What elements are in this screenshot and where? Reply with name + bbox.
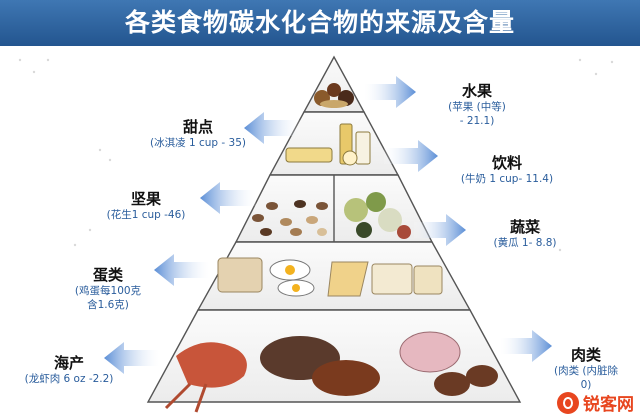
page-title: 各类食物碳水化合物的来源及含量: [124, 8, 515, 37]
label-seafood-name: 海产: [53, 354, 84, 372]
label-vegetable: 蔬菜 (黄瓜 1- 8.8): [470, 218, 580, 250]
label-drink-name: 饮料: [491, 154, 522, 172]
arrow-drink: [384, 140, 438, 172]
arrow-nuts: [200, 182, 256, 214]
label-meat: 肉类 (肉类 (内脏除 0): [538, 346, 634, 392]
label-fruit: 水果 (苹果 (中等) - 21.1): [422, 82, 532, 128]
arrow-seafood: [104, 342, 160, 374]
label-drink-value: (牛奶 1 cup- 11.4): [460, 173, 554, 185]
fruit-illustration: [314, 83, 354, 108]
label-vegetable-value: (黄瓜 1- 8.8): [493, 237, 557, 249]
label-meat-value-2: 0): [580, 379, 592, 391]
label-nuts: 坚果 (花生1 cup -46): [86, 190, 206, 222]
label-eggs-value-2: 含1.6克): [87, 299, 129, 311]
label-fruit-name: 水果: [461, 82, 492, 100]
label-eggs-value-1: (鸡蛋每100克: [74, 285, 142, 297]
label-fruit-value-1: (苹果 (中等): [448, 101, 506, 113]
label-dessert-value: (冰淇凌 1 cup - 35): [150, 137, 246, 149]
title-bar: 各类食物碳水化合物的来源及含量: [0, 0, 640, 46]
label-eggs-name: 蛋类: [92, 266, 123, 284]
label-nuts-value: (花生1 cup -46): [106, 209, 186, 221]
label-dessert-name: 甜点: [182, 118, 213, 136]
arrow-meat: [500, 330, 552, 362]
arrows: [104, 76, 552, 374]
arrow-vegetable: [414, 214, 466, 246]
label-meat-value-1: (肉类 (内脏除: [553, 365, 619, 377]
label-drink: 饮料 (牛奶 1 cup- 11.4): [442, 154, 572, 186]
arrow-eggs: [154, 254, 210, 286]
arrow-dessert: [244, 112, 300, 144]
label-seafood: 海产 (龙虾肉 6 oz -2.2): [4, 354, 134, 386]
watermark: 锐客网: [557, 390, 634, 415]
label-fruit-value-2: - 21.1): [459, 115, 495, 127]
nuts-illustration: [252, 200, 328, 236]
label-dessert: 甜点 (冰淇凌 1 cup - 35): [128, 118, 268, 150]
label-seafood-value: (龙虾肉 6 oz -2.2): [24, 373, 114, 385]
dessert-drink-illustration: [285, 123, 371, 166]
background-dots: [18, 58, 614, 252]
label-nuts-name: 坚果: [130, 190, 161, 208]
vegetables-illustration: [344, 192, 411, 239]
arrow-fruit: [364, 76, 416, 108]
seafood-meat-illustration: [164, 331, 498, 413]
label-meat-name: 肉类: [570, 346, 601, 364]
watermark-text: 锐客网: [583, 395, 634, 415]
search-logo-icon: [557, 391, 579, 414]
label-eggs: 蛋类 (鸡蛋每100克 含1.6克): [58, 266, 158, 312]
eggs-dairy-illustration: [217, 257, 443, 297]
label-vegetable-name: 蔬菜: [509, 218, 540, 236]
